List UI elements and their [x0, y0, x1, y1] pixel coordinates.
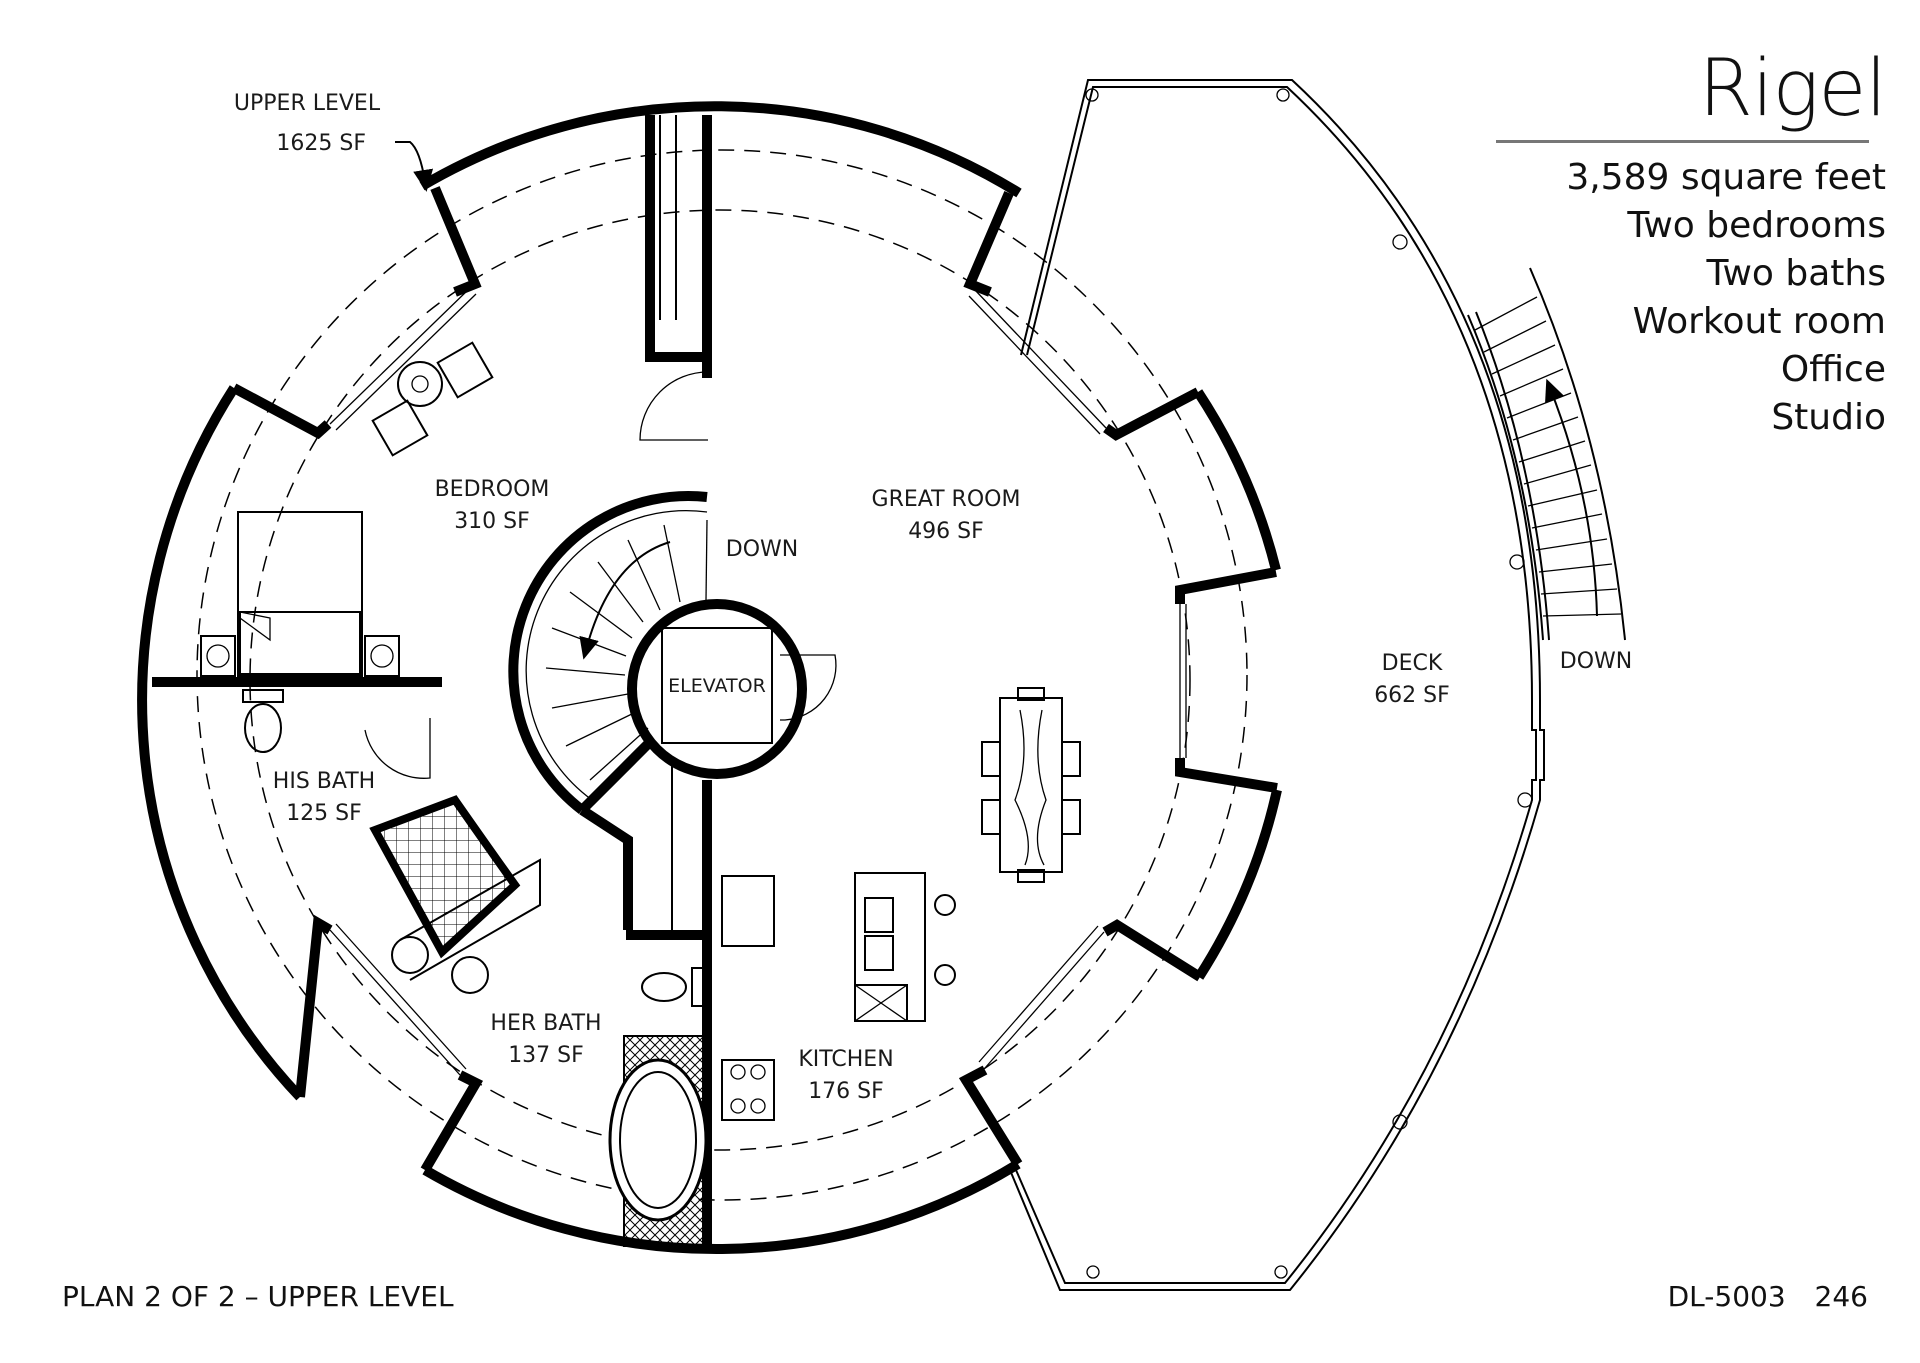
stair-down-label: DOWN [726, 537, 798, 562]
lower-stair-corridor [626, 760, 707, 940]
feature-item: 3,589 square feet [1566, 157, 1886, 198]
room-his-bath-area: 125 SF [286, 801, 362, 826]
level-name: UPPER LEVEL [234, 91, 381, 116]
drawing-number: DL-5003 [1667, 1280, 1786, 1313]
bed [200, 511, 400, 677]
plan-title: Rigel [1698, 44, 1887, 134]
room-her-bath-name: HER BATH [490, 1011, 601, 1036]
kitchen-fixtures [721, 872, 956, 1121]
room-bedroom-name: BEDROOM [435, 477, 550, 502]
dining-table [981, 687, 1081, 883]
feature-item: Two bedrooms [1627, 205, 1886, 246]
his-bath-fixtures [242, 677, 541, 994]
dashed-ring [196, 149, 1248, 1201]
deck-outline [1009, 79, 1545, 1291]
elevator [627, 599, 807, 779]
drawing-id: DL-5003 246 [1668, 1280, 1868, 1313]
plan-caption: PLAN 2 OF 2 – UPPER LEVEL [62, 1280, 454, 1313]
room-great-room-area: 496 SF [908, 519, 984, 544]
room-kitchen-name: KITCHEN [798, 1047, 893, 1072]
room-bedroom-area: 310 SF [454, 509, 530, 534]
spiral-stair [508, 491, 708, 930]
deck-stair-down-label: DOWN [1560, 649, 1632, 674]
bedroom-chairs [371, 341, 494, 457]
title-divider [1496, 140, 1869, 143]
room-great-room-name: GREAT ROOM [872, 487, 1021, 512]
room-her-bath-area: 137 SF [508, 1043, 584, 1068]
deck-staircase [1467, 267, 1626, 641]
inner-dashed-ring [249, 209, 1191, 1151]
chase [645, 115, 707, 362]
her-bath-fixtures [608, 967, 708, 1247]
feature-item: Two baths [1706, 253, 1886, 294]
elevator-label: ELEVATOR [668, 675, 766, 697]
feature-list: 3,589 square feet Two bedrooms Two baths… [1566, 154, 1886, 442]
dome-walls [137, 101, 1282, 1255]
room-deck-area: 662 SF [1374, 683, 1450, 708]
level-callout-leader [395, 141, 434, 192]
feature-item: Studio [1771, 397, 1886, 438]
door-swings [364, 371, 837, 779]
room-kitchen-area: 176 SF [808, 1079, 884, 1104]
feature-item: Office [1780, 349, 1886, 390]
feature-item: Workout room [1632, 301, 1886, 342]
windows [329, 287, 1187, 1076]
room-deck-name: DECK [1382, 651, 1443, 676]
page-number: 246 [1814, 1280, 1868, 1313]
level-area: 1625 SF [276, 131, 366, 156]
room-his-bath-name: HIS BATH [273, 769, 375, 794]
